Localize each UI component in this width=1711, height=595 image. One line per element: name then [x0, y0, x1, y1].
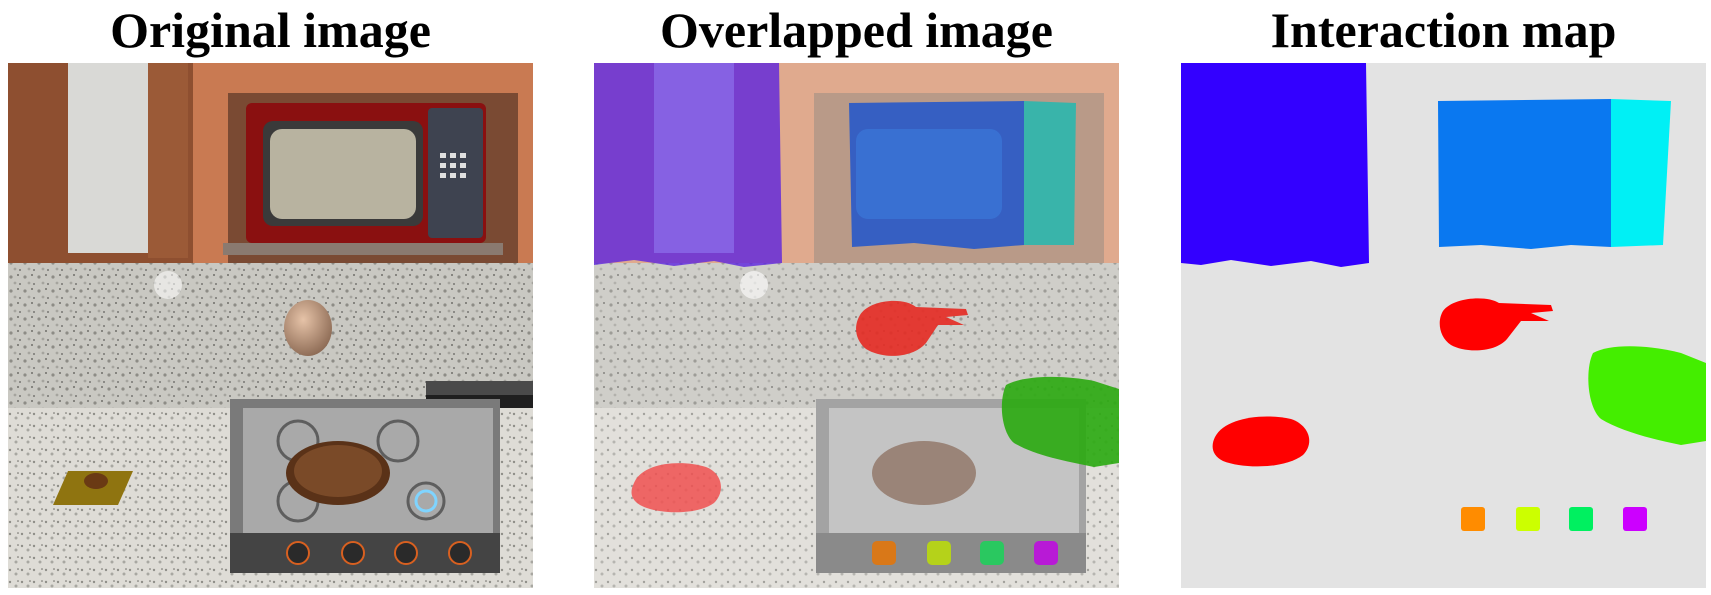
original-image-title: Original image: [110, 2, 431, 58]
egg-mask: [1439, 298, 1553, 351]
knob-3-mask: [1569, 507, 1593, 531]
original-image-panel: Original image: [8, 0, 533, 595]
egg-overlay: [856, 300, 968, 356]
knob-2-overlay: [927, 541, 951, 565]
original-image: [8, 63, 533, 588]
kitchen-scene: [8, 63, 533, 588]
microwave-panel-mask: [1611, 99, 1671, 247]
interaction-map-title: Interaction map: [1270, 2, 1617, 58]
knob-4-overlay: [1034, 541, 1058, 565]
knob-2-mask: [1516, 507, 1540, 531]
toaster-overlay: [1001, 376, 1119, 467]
board-object-overlay: [631, 463, 721, 513]
knob-1-overlay: [872, 541, 896, 565]
overlapped-image-panel: Overlapped image: [594, 0, 1119, 595]
toaster-mask: [1588, 346, 1706, 445]
overlapped-image: [594, 63, 1119, 588]
interaction-map-canvas: [1181, 63, 1706, 588]
knob-4-mask: [1623, 507, 1647, 531]
knob-3-overlay: [980, 541, 1004, 565]
overlapped-image-title: Overlapped image: [659, 2, 1054, 58]
microwave-mask: [1438, 99, 1611, 249]
microwave-panel-overlay: [1024, 101, 1076, 245]
cabinet-door-mask: [1181, 63, 1369, 267]
interaction-map: [1181, 63, 1706, 588]
overlapped-scene: [594, 63, 1119, 588]
interaction-map-panel: Interaction map: [1181, 0, 1706, 595]
board-object-mask: [1212, 416, 1310, 467]
knob-1-mask: [1461, 507, 1485, 531]
